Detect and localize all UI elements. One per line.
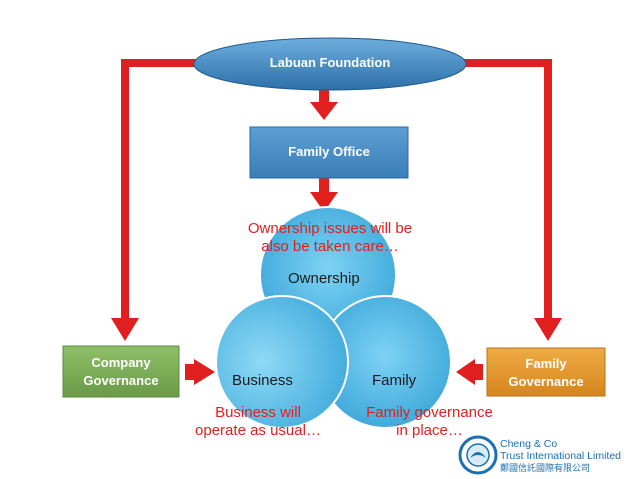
- left-connector-arrow: [111, 59, 205, 341]
- company-governance-node: [62, 345, 180, 398]
- business-note: Business will operate as usual…: [178, 404, 338, 440]
- company-governance-label: Company Governance: [63, 354, 179, 390]
- family-note-line2: in place…: [396, 422, 463, 439]
- family-note-line1: Family governance: [366, 404, 493, 421]
- labuan-foundation-node: [193, 37, 467, 91]
- company-governance-line1: Company: [91, 355, 151, 370]
- family-circle-label: Family: [372, 372, 417, 389]
- business-note-line1: Business will: [215, 404, 301, 421]
- ownership-note-line1: Ownership issues will be: [247, 220, 413, 237]
- ownership-note: Ownership issues will be also be taken c…: [220, 220, 440, 256]
- logo-line2: Trust International Limited: [500, 450, 622, 462]
- labuan-foundation-label: Labuan Foundation: [269, 55, 391, 70]
- business-circle: [215, 295, 349, 429]
- family-governance-line2: Governance: [508, 374, 584, 389]
- company-logo-seal: [458, 435, 498, 475]
- company-to-business-arrow: [185, 359, 215, 385]
- ownership-circle-label: Ownership: [288, 270, 360, 287]
- logo-line1: Cheng & Co: [500, 438, 558, 450]
- logo-line3: 鄭國信託國際有限公司: [500, 463, 591, 473]
- ownership-note-line2: also be taken care…: [261, 238, 399, 255]
- family-note: Family governance in place…: [352, 404, 507, 440]
- business-note-line2: operate as usual…: [195, 422, 321, 439]
- family-governance-line1: Family: [525, 356, 567, 371]
- business-circle-label: Business: [232, 372, 293, 389]
- family-office-label: Family Office: [288, 144, 370, 159]
- family-governance-label: Family Governance: [487, 355, 605, 391]
- company-governance-line2: Governance: [83, 373, 159, 388]
- right-connector-arrow: [460, 59, 562, 341]
- company-logo-text: Cheng & Co Trust International Limited 鄭…: [500, 438, 621, 474]
- foundation-to-office-arrow: [310, 88, 338, 120]
- family-governance-node: [486, 347, 606, 397]
- office-to-ownership-arrow: [310, 178, 338, 212]
- family-governance-to-family-arrow: [456, 359, 483, 385]
- family-office-node: [249, 126, 409, 179]
